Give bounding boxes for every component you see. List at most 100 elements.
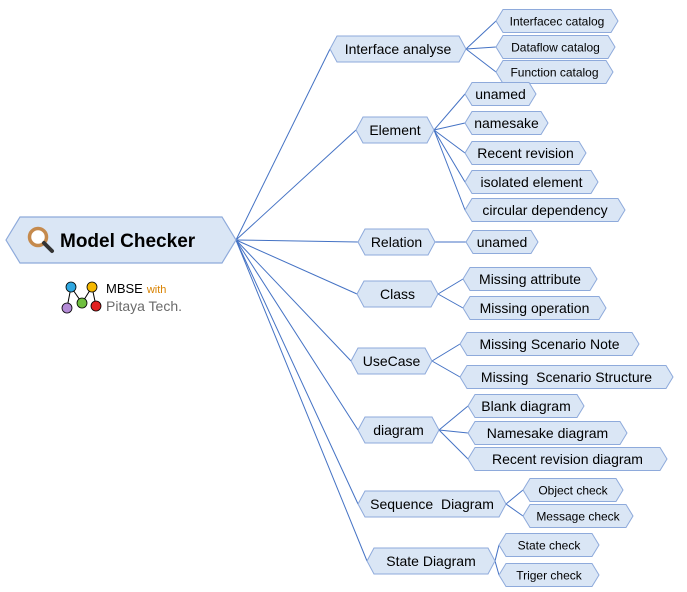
leaf-isolated-element-shape: [464, 170, 599, 194]
leaf-state-check[interactable]: State check: [498, 533, 600, 557]
branch-sequence-diagram-label: Sequence Diagram: [370, 496, 494, 512]
connector-line: [235, 239, 359, 431]
leaf-recent-revision[interactable]: Recent revision: [464, 141, 587, 165]
branch-class-label: Class: [380, 286, 415, 302]
leaf-missing-scenario-note[interactable]: Missing Scenario Note: [459, 332, 640, 356]
connector-line: [431, 343, 461, 362]
leaf-missing-operation-shape: [462, 296, 607, 320]
leaf-circular-dependency-shape: [464, 198, 626, 222]
branch-interface-analyse-shape: [329, 35, 467, 63]
leaf-recent-revision-shape: [464, 141, 587, 165]
logo-company: Pitaya Tech.: [106, 298, 183, 314]
leaf-missing-operation-label: Missing operation: [480, 300, 590, 316]
leaf-isolated-element[interactable]: isolated element: [464, 170, 599, 194]
branch-sequence-diagram[interactable]: Sequence Diagram: [357, 490, 507, 518]
connector-line: [235, 239, 359, 505]
branch-relation-label: Relation: [371, 234, 422, 250]
leaf-unamed-shape: [465, 230, 539, 254]
connector-line: [235, 239, 352, 362]
branch-class[interactable]: Class: [356, 280, 439, 308]
leaf-triger-check-shape: [498, 563, 600, 587]
leaf-dataflow-catalog-label: Dataflow catalog: [511, 40, 600, 54]
connector-lines: [235, 20, 524, 576]
branch-interface-analyse[interactable]: Interface analyse: [329, 35, 467, 63]
leaf-triger-check[interactable]: Triger check: [498, 563, 600, 587]
connector-line: [437, 278, 464, 295]
leaf-interfacec-catalog-label: Interfacec catalog: [510, 14, 605, 28]
leaf-missing-scenario-structure-shape: [459, 365, 674, 389]
connector-line: [433, 122, 466, 131]
connector-line: [235, 48, 331, 241]
branch-state-diagram[interactable]: State Diagram: [366, 547, 496, 575]
leaf-object-check[interactable]: Object check: [522, 478, 624, 502]
connector-line: [235, 239, 368, 562]
root-node-shape: [5, 216, 237, 264]
leaf-namesake-diagram[interactable]: Namesake diagram: [467, 421, 628, 445]
leaf-state-check-label: State check: [518, 538, 582, 552]
root-node[interactable]: Model Checker: [5, 216, 237, 264]
branch-element-label: Element: [369, 122, 420, 138]
leaf-dataflow-catalog[interactable]: Dataflow catalog: [495, 35, 616, 59]
leaf-namesake-diagram-shape: [467, 421, 628, 445]
logo-brand: MBSE: [106, 281, 143, 296]
leaf-unamed-shape: [464, 82, 537, 106]
leaf-namesake-shape: [464, 111, 549, 135]
leaf-message-check-label: Message check: [536, 509, 620, 523]
leaf-message-check[interactable]: Message check: [522, 504, 634, 528]
connector-line: [465, 46, 497, 50]
leaf-missing-attribute[interactable]: Missing attribute: [462, 267, 598, 291]
leaf-object-check-label: Object check: [538, 483, 608, 497]
branch-element[interactable]: Element: [355, 116, 435, 144]
connector-line: [235, 239, 358, 295]
connector-line: [438, 429, 469, 460]
leaf-unamed[interactable]: unamed: [464, 82, 537, 106]
leaf-recent-revision-diagram[interactable]: Recent revision diagram: [467, 447, 668, 471]
connector-line: [494, 560, 500, 576]
leaf-blank-diagram[interactable]: Blank diagram: [467, 394, 585, 418]
leaf-interfacec-catalog[interactable]: Interfacec catalog: [495, 9, 619, 33]
leaf-dataflow-catalog-shape: [495, 35, 616, 59]
leaf-namesake-label: namesake: [474, 115, 539, 131]
connector-line: [433, 129, 466, 154]
connector-line: [437, 293, 464, 309]
leaf-recent-revision-label: Recent revision: [477, 145, 574, 161]
leaf-circular-dependency-label: circular dependency: [482, 202, 607, 218]
branch-state-diagram-label: State Diagram: [386, 553, 475, 569]
leaf-circular-dependency[interactable]: circular dependency: [464, 198, 626, 222]
connector-line: [431, 360, 461, 378]
leaf-function-catalog[interactable]: Function catalog: [495, 60, 614, 84]
connector-line: [433, 93, 466, 131]
branch-relation[interactable]: Relation: [357, 228, 436, 256]
leaf-missing-scenario-structure[interactable]: Missing Scenario Structure: [459, 365, 674, 389]
magnifier-icon: [27, 226, 54, 253]
leaf-object-check-shape: [522, 478, 624, 502]
network-logo-icon: [61, 281, 102, 314]
leaf-missing-attribute-shape: [462, 267, 598, 291]
leaf-blank-diagram-label: Blank diagram: [481, 398, 571, 414]
branch-usecase-label: UseCase: [363, 353, 421, 369]
connector-line: [465, 48, 497, 73]
branch-usecase[interactable]: UseCase: [350, 347, 433, 375]
branch-diagram[interactable]: diagram: [357, 416, 440, 444]
branch-interface-analyse-label: Interface analyse: [345, 41, 452, 57]
connector-line: [465, 20, 497, 50]
leaf-state-check-shape: [498, 533, 600, 557]
branch-usecase-shape: [350, 347, 433, 375]
leaf-unamed[interactable]: unamed: [465, 230, 539, 254]
branch-element-shape: [355, 116, 435, 144]
leaf-recent-revision-diagram-shape: [467, 447, 668, 471]
root-label: Model Checker: [60, 231, 196, 252]
connector-line: [235, 129, 357, 241]
leaf-missing-operation[interactable]: Missing operation: [462, 296, 607, 320]
connector-line: [494, 544, 500, 562]
leaf-triger-check-label: Triger check: [516, 568, 583, 582]
connector-line: [235, 239, 359, 243]
connector-line: [433, 129, 466, 183]
branch-nodes: Interface analyseElementRelationClassUse…: [329, 35, 507, 575]
leaf-namesake[interactable]: namesake: [464, 111, 549, 135]
connector-line: [438, 429, 469, 434]
